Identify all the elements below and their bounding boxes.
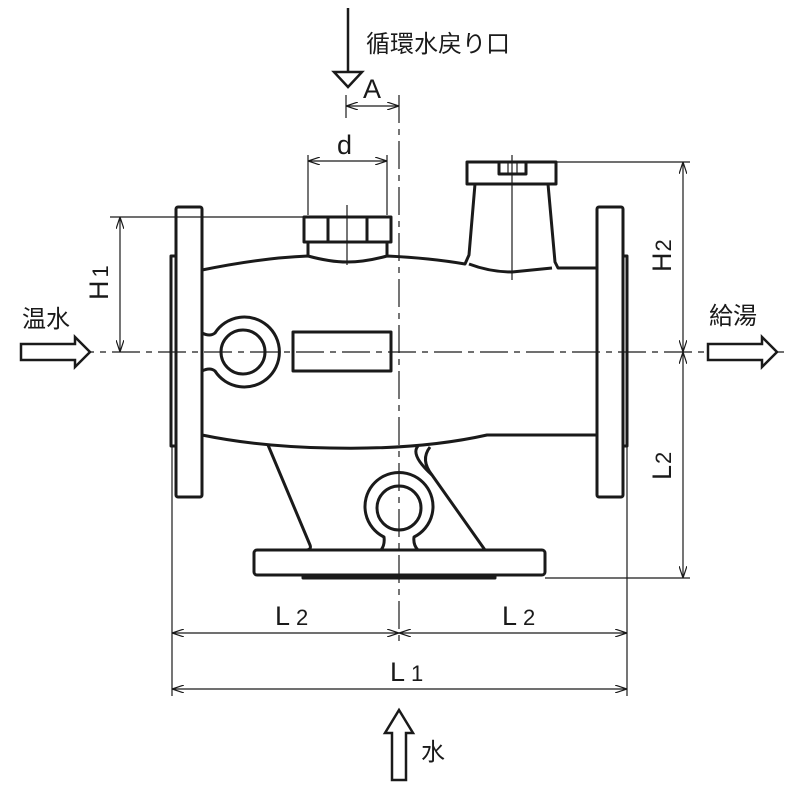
left-lug-hole (219, 328, 267, 376)
body-top-outline (201, 183, 597, 272)
dim-H1-label: H1 (84, 265, 114, 300)
right-gasket (621, 254, 629, 448)
dim-A-label: A (363, 74, 381, 104)
supply-label: 給湯 (709, 302, 757, 330)
stand-left-leg (266, 444, 312, 552)
hot-water-arrow-icon (19, 333, 92, 371)
dim-H2-label: H2 (647, 239, 677, 272)
base-gasket (301, 573, 497, 580)
bottom-lug-hole (375, 484, 423, 532)
cold-water-arrow-icon (382, 707, 416, 782)
return-inlet-label: 循環水戻り口 (366, 30, 510, 58)
standpipe-base (468, 262, 553, 274)
cold-water-label: 水 (421, 738, 445, 766)
left-lug (201, 315, 281, 389)
return-inlet-arrow-head-icon (331, 70, 365, 89)
left-gasket (169, 254, 178, 448)
bottom-lug (363, 470, 435, 552)
hot-water-label: 温水 (22, 305, 70, 333)
supply-arrow-icon (706, 333, 779, 371)
dim-L2-vertical-label: L2 (647, 452, 677, 480)
nut-neck (306, 242, 389, 256)
cap-knob (497, 160, 528, 176)
dim-d-label: d (337, 130, 352, 160)
top-nut (302, 215, 393, 244)
body-nameplate (291, 330, 393, 373)
body-bottom-outline (201, 433, 597, 450)
